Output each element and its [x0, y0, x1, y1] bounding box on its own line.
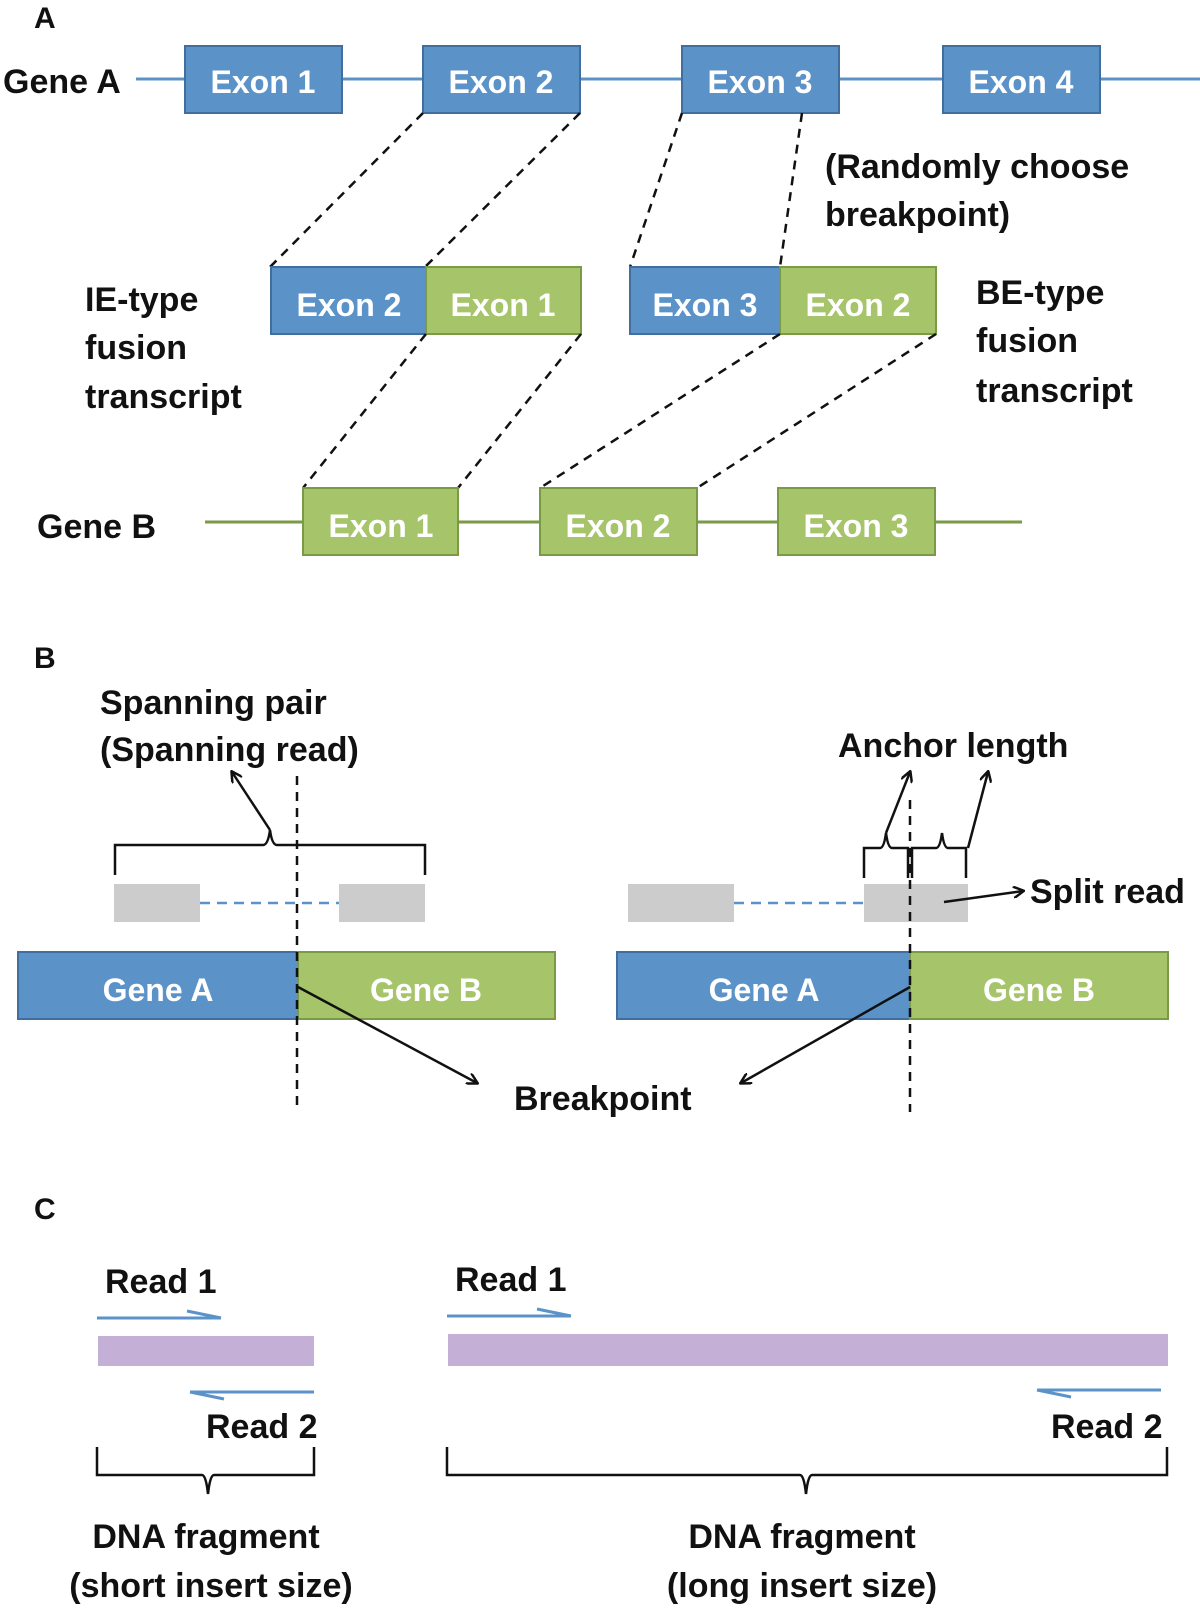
short-read-2-label: Read 2 — [206, 1408, 318, 1446]
be-label-line-3: transcript — [976, 372, 1133, 410]
short-dna-fragment — [98, 1336, 314, 1366]
gene-b-label: Gene B — [37, 508, 156, 546]
ie-fusion-right-exon: Exon 1 — [451, 287, 556, 323]
short-read-1-arrow — [97, 1309, 222, 1320]
gene-a-exon-3-text: Exon 3 — [708, 64, 813, 100]
short-read-2-arrow — [189, 1390, 314, 1401]
spanning-arrow — [232, 772, 272, 831]
be-label-line-2: fusion — [976, 322, 1078, 360]
long-fragment-line-2: (long insert size) — [667, 1567, 937, 1605]
anchor-arrow-right — [966, 772, 988, 849]
ie-label-line-3: transcript — [85, 378, 242, 416]
spanning-label-line-2: (Spanning read) — [100, 731, 359, 769]
short-fragment-line-2: (short insert size) — [69, 1567, 352, 1605]
left-fused-gene: Gene A Gene B — [17, 951, 556, 1020]
breakpoint-label: Breakpoint — [514, 1080, 692, 1118]
gene-b-exon-3-text: Exon 3 — [804, 508, 909, 544]
long-dna-fragment — [448, 1334, 1168, 1366]
anchor-arrow-left — [884, 772, 910, 834]
long-read-1-label: Read 1 — [455, 1261, 567, 1299]
spanning-label-line-1: Spanning pair — [100, 684, 327, 722]
anchor-length-label: Anchor length — [838, 727, 1068, 765]
right-gene-b-text: Gene B — [983, 972, 1095, 1008]
gene-a-exon-1-text: Exon 1 — [211, 64, 316, 100]
panel-c-label: C — [34, 1193, 56, 1226]
anchor-brace-right — [910, 832, 968, 878]
left-gene-a-text: Gene A — [103, 972, 214, 1008]
be-fusion-transcript: Exon 3 Exon 2 — [629, 266, 937, 335]
ie-fusion-left-exon: Exon 2 — [297, 287, 402, 323]
split-read-label: Split read — [1030, 873, 1185, 911]
gene-a-exon-1: Exon 1 — [184, 45, 343, 114]
anchor-brace-left — [862, 832, 910, 878]
gene-b-exon-2: Exon 2 — [539, 487, 698, 556]
random-note-line-1: (Randomly choose — [825, 148, 1129, 186]
spanning-brace — [113, 829, 427, 875]
mapping-lines-gene-a — [269, 112, 804, 268]
gene-a-exon-2-text: Exon 2 — [449, 64, 554, 100]
be-fusion-left-exon: Exon 3 — [653, 287, 758, 323]
left-gene-b-text: Gene B — [370, 972, 482, 1008]
ie-label-line-2: fusion — [85, 329, 187, 367]
right-fused-gene: Gene A Gene B — [616, 951, 1169, 1020]
right-gene-a-text: Gene A — [709, 972, 820, 1008]
breakpoint-arrow-left — [297, 985, 477, 1083]
gene-a-exon-2: Exon 2 — [422, 45, 581, 114]
random-note-line-2: breakpoint) — [825, 196, 1010, 234]
long-read-2-label: Read 2 — [1051, 1408, 1163, 1446]
short-fragment-brace — [95, 1447, 316, 1495]
gene-a-exon-4-text: Exon 4 — [969, 64, 1074, 100]
ie-fusion-transcript: Exon 2 Exon 1 — [270, 266, 582, 335]
spanning-pair-reads — [114, 884, 425, 922]
long-fragment-line-1: DNA fragment — [688, 1518, 915, 1556]
long-read-1-arrow — [447, 1307, 572, 1318]
split-read-pair — [628, 884, 968, 922]
breakpoint-arrow-right — [741, 985, 911, 1083]
gene-b-exon-3: Exon 3 — [777, 487, 936, 556]
mapping-lines-gene-b — [302, 332, 937, 490]
split-read-arrow — [943, 891, 1023, 904]
long-fragment-brace — [445, 1447, 1169, 1495]
be-label-line-1: BE-type — [976, 274, 1104, 312]
long-read-2-arrow — [1036, 1388, 1161, 1399]
gene-a-exon-3: Exon 3 — [681, 45, 840, 114]
gene-b-exon-2-text: Exon 2 — [566, 508, 671, 544]
gene-a-exon-4: Exon 4 — [942, 45, 1101, 114]
gene-b-exon-1: Exon 1 — [302, 487, 459, 556]
short-fragment-line-1: DNA fragment — [92, 1518, 319, 1556]
be-fusion-right-exon: Exon 2 — [806, 287, 911, 323]
short-read-1-label: Read 1 — [105, 1263, 217, 1301]
panel-b-label: B — [34, 642, 56, 675]
gene-b-exon-1-text: Exon 1 — [329, 508, 434, 544]
gene-a-label: Gene A — [3, 63, 121, 101]
ie-label-line-1: IE-type — [85, 281, 198, 319]
panel-a-label: A — [34, 2, 56, 35]
